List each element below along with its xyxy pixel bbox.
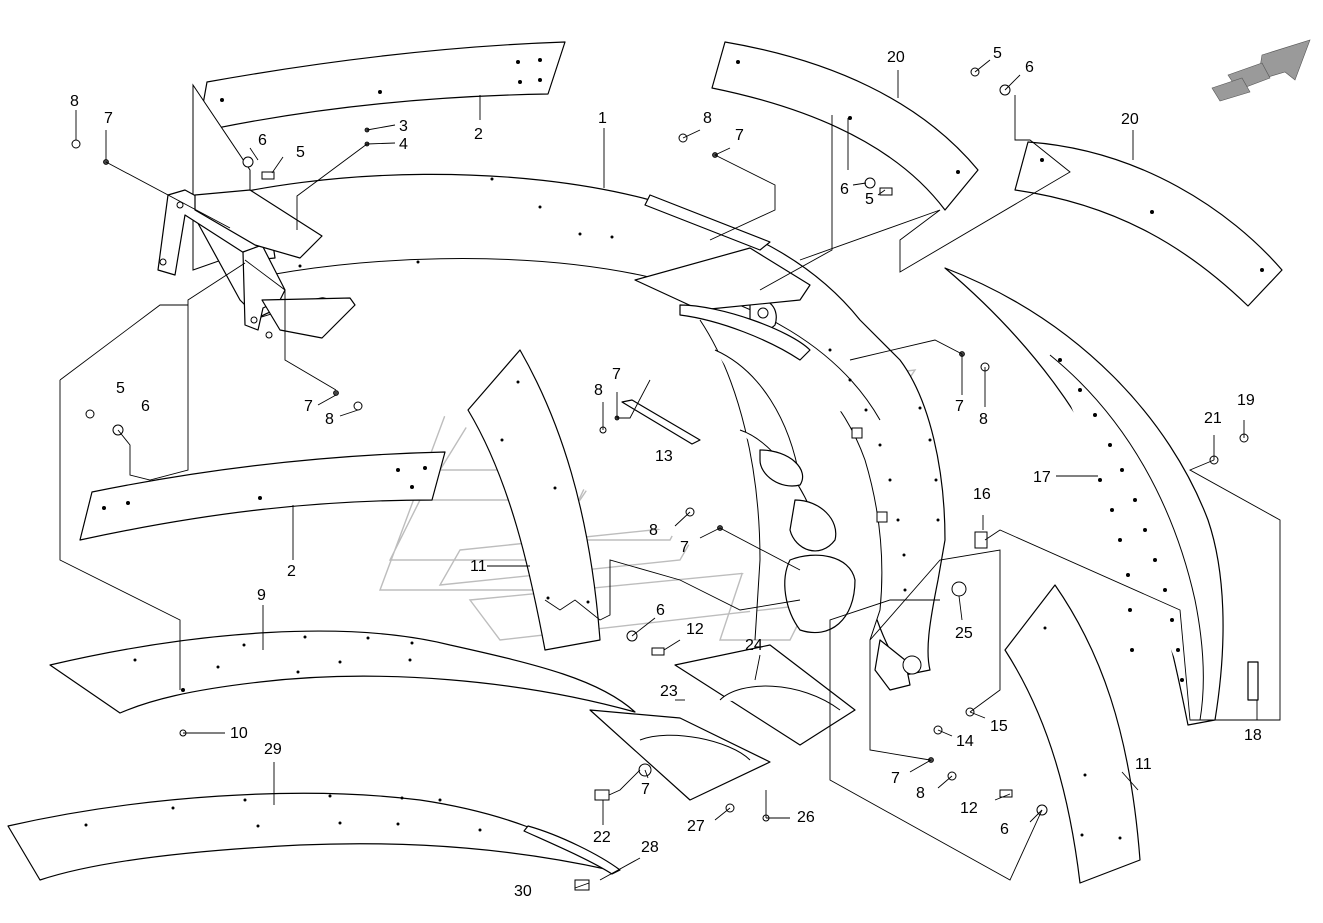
- callout-11-left: 11: [470, 558, 487, 575]
- callout-12-b: 12: [960, 800, 978, 817]
- part-23-cutout: [639, 734, 751, 761]
- callout-6-d: 6: [1025, 59, 1034, 76]
- part-20-upper-extension: [711, 41, 979, 211]
- callout-14: 14: [956, 733, 974, 750]
- callout-labels: 1 2 2 3 4 5 5 5 5 6 6 6 6 6 6 7 7 7 7 7 …: [70, 45, 1262, 900]
- part-29-lower-flap: [7, 792, 611, 881]
- part-20-right-extension: [1014, 141, 1283, 307]
- callout-10: 10: [230, 725, 248, 742]
- callout-8-d: 8: [594, 382, 603, 399]
- callout-15: 15: [990, 718, 1008, 735]
- callout-7-b: 7: [304, 398, 313, 415]
- callout-7-f: 7: [955, 398, 964, 415]
- part-1-inner-flange: [679, 304, 811, 361]
- part-25-nut: [951, 581, 967, 597]
- part-28-clamp-strip: [523, 825, 621, 875]
- callout-4: 4: [399, 136, 408, 153]
- callout-6-b: 6: [141, 398, 150, 415]
- callout-19: 19: [1237, 392, 1255, 409]
- callout-20-right: 20: [1121, 111, 1139, 128]
- callout-7-d: 7: [612, 366, 621, 383]
- part-18-bracket-plate: [1247, 661, 1259, 701]
- part-16-spacer: [974, 531, 988, 549]
- callout-7-e: 7: [680, 539, 689, 556]
- callout-22: 22: [593, 829, 611, 846]
- callout-8-a: 8: [70, 93, 79, 110]
- travel-direction-arrow-icon: [1211, 39, 1311, 102]
- callout-8-f: 8: [979, 411, 988, 428]
- callout-7-c: 7: [735, 127, 744, 144]
- callout-27: 27: [687, 818, 705, 835]
- callout-1: 1: [598, 110, 607, 127]
- part-17-rubber-flap: [944, 267, 1224, 726]
- callout-29: 29: [264, 741, 282, 758]
- callout-7-a: 7: [104, 110, 113, 127]
- part-23-cover-plate: [589, 709, 771, 801]
- callout-2-upper: 2: [474, 126, 483, 143]
- callout-18: 18: [1244, 727, 1262, 744]
- part-2-upper-strip: [197, 41, 566, 133]
- callout-6-e: 6: [656, 602, 665, 619]
- part-11-right-side-flap: [1004, 584, 1141, 884]
- callout-11-right: 11: [1135, 756, 1152, 773]
- callout-2-lower: 2: [287, 563, 296, 580]
- part-24-cutout: [719, 685, 841, 711]
- callout-8-e: 8: [649, 522, 658, 539]
- callout-21: 21: [1204, 410, 1222, 427]
- leader-lines: [59, 59, 1281, 889]
- callout-3: 3: [399, 118, 408, 135]
- part-11-left-side-flap: [467, 349, 601, 651]
- part-13-clamp: [621, 399, 701, 445]
- callout-24: 24: [745, 637, 763, 654]
- part-9-mud-flap: [49, 630, 636, 714]
- callout-12-a: 12: [686, 621, 704, 638]
- callout-7-g: 7: [891, 770, 900, 787]
- callout-16: 16: [973, 486, 991, 503]
- callout-13: 13: [655, 448, 673, 465]
- callout-7-h: 7: [641, 781, 650, 798]
- callout-8-b: 8: [325, 411, 334, 428]
- callout-26: 26: [797, 809, 815, 826]
- part-2-lower-strip: [79, 451, 446, 541]
- part-1-top-flange: [644, 194, 771, 251]
- callout-5-c: 5: [865, 191, 874, 208]
- callout-17: 17: [1033, 469, 1051, 486]
- callout-6-a: 6: [258, 132, 267, 149]
- callout-30: 30: [514, 883, 532, 900]
- callout-8-c: 8: [703, 110, 712, 127]
- callout-5-a: 5: [296, 144, 305, 161]
- callout-6-f: 6: [1000, 821, 1009, 838]
- callout-6-c: 6: [840, 181, 849, 198]
- callout-23: 23: [660, 683, 678, 700]
- callout-9: 9: [257, 587, 266, 604]
- callout-8-g: 8: [916, 785, 925, 802]
- callout-5-d: 5: [993, 45, 1002, 62]
- callout-20-upper: 20: [887, 49, 905, 66]
- callout-5-b: 5: [116, 380, 125, 397]
- callout-28: 28: [641, 839, 659, 856]
- callout-25: 25: [955, 625, 973, 642]
